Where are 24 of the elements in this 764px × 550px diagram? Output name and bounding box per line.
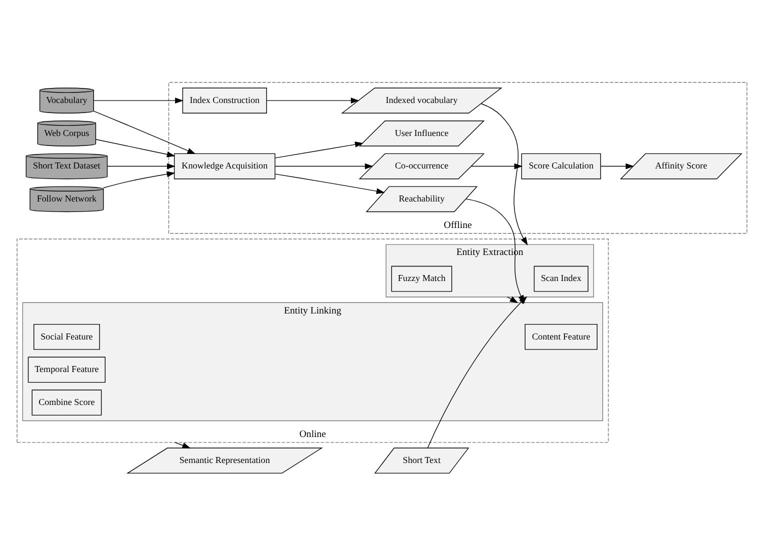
node-box: Knowledge Acquisition [174, 153, 276, 180]
node-box: Content Feature [524, 324, 598, 350]
arrow [274, 163, 374, 170]
node-box: Combine Score [32, 390, 102, 416]
arrow [93, 98, 184, 104]
arrow [600, 163, 634, 170]
arrow [106, 163, 176, 170]
node-box: Scan Index [534, 266, 588, 292]
arrow [470, 163, 523, 170]
arrow [506, 296, 518, 304]
arrow [427, 296, 528, 448]
arrow [95, 139, 176, 158]
node-box: Social Feature [34, 324, 100, 350]
node-box: Fuzzy Match [391, 266, 452, 292]
arrow [174, 442, 191, 448]
arrow [93, 110, 196, 154]
arrow [274, 174, 385, 194]
arrow [266, 98, 360, 104]
node-box: Temporal Feature [28, 356, 106, 383]
arrow [480, 103, 528, 246]
node-box: Index Construction [182, 88, 267, 114]
arrow [274, 142, 364, 158]
arrow [103, 171, 176, 188]
node-box: Score Calculation [521, 153, 601, 180]
